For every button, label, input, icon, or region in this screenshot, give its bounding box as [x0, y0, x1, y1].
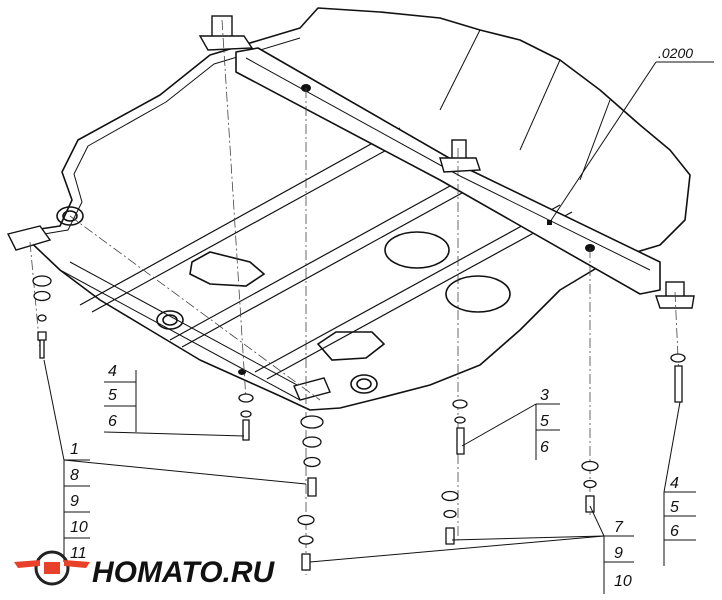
callout-left-bottom-2: 9: [70, 493, 79, 510]
callout-left-bottom-3: 10: [70, 519, 88, 536]
callout-left-top-0: 4: [108, 363, 117, 380]
bracket-front-center: [293, 377, 331, 401]
washer: [302, 436, 322, 448]
bolt: [585, 495, 595, 513]
bracket-front-left: [6, 225, 52, 251]
washer: [454, 416, 466, 424]
washer: [443, 509, 457, 519]
washer-hole-1-in: [62, 210, 78, 222]
callout-left-top-1: 5: [108, 387, 117, 404]
washer: [300, 415, 324, 429]
cross-bar-edge: [245, 57, 651, 271]
callout-left-bottom-0: 1: [70, 441, 79, 458]
bolt: [445, 527, 455, 545]
axis-1: [221, 19, 247, 401]
washer: [670, 353, 686, 363]
washer: [297, 514, 315, 526]
bracket-center-base: [439, 157, 481, 173]
bolt: [242, 419, 250, 441]
skid-plate-outline: [19, 7, 691, 411]
callout-center-right-2: 6: [540, 439, 549, 456]
callout-far-right-2: 6: [670, 523, 679, 540]
brand-logo-icon: [34, 550, 70, 586]
axis-7: [69, 215, 321, 401]
rib-2: [169, 174, 483, 348]
upper-folds: [439, 29, 611, 181]
brand-logo-bar: [44, 562, 60, 574]
part-mark: [547, 220, 552, 225]
washer-hole-3: [350, 374, 378, 394]
callout-center-right-0: 3: [540, 387, 549, 404]
washer: [37, 314, 47, 322]
callout-far-right-0: 4: [670, 475, 679, 492]
bracket-rear-left-base: [198, 35, 254, 51]
bolt: [37, 331, 47, 359]
washer: [303, 456, 321, 468]
part-number-label: .0200: [658, 45, 693, 61]
bolt: [456, 427, 465, 455]
washer: [452, 399, 468, 409]
callout-left-top-2: 6: [108, 413, 117, 430]
skid-plate: [19, 7, 691, 411]
callout-bottom-right-1: 9: [614, 545, 623, 562]
holes: [56, 206, 511, 394]
front-lip: [59, 261, 311, 401]
oval-opening-1: [384, 231, 450, 269]
washer: [33, 290, 51, 302]
washer-hole-2: [156, 310, 184, 330]
oval-opening-2: [445, 275, 511, 313]
washer: [583, 479, 597, 489]
callout-left-bottom-4: 11: [70, 545, 87, 562]
washer: [298, 535, 314, 545]
washer-hole-2-in: [162, 314, 178, 326]
brand-logo-wings: [14, 560, 90, 568]
drain-opening-left: [189, 251, 266, 287]
bolt: [307, 477, 317, 497]
callouts: .0200 4 5 6 1 8 9 10 11 3 5 6 7 9 10 4 5…: [70, 45, 693, 590]
bracket-right-base: [655, 295, 695, 309]
top-brackets: [6, 15, 695, 401]
callout-far-right-1: 5: [670, 499, 679, 516]
washer-hole-3-in: [356, 378, 372, 390]
callout-bottom-right-2: 10: [614, 573, 632, 590]
bracket-center: [451, 139, 467, 161]
washer: [32, 275, 52, 287]
washer: [441, 490, 459, 502]
washer: [581, 460, 599, 472]
rib-3: [254, 204, 573, 380]
callout-center-right-1: 5: [540, 413, 549, 430]
drain-opening-center: [316, 331, 386, 361]
brand-logo: HOMATO.RU: [14, 550, 276, 589]
washer: [238, 393, 254, 403]
leader-lines: [43, 61, 714, 594]
washer-hole-1: [56, 206, 84, 226]
fasteners: [32, 275, 686, 571]
callout-bottom-right-0: 7: [614, 519, 624, 536]
callout-left-bottom-1: 8: [70, 467, 79, 484]
bolt-hole-3: [238, 369, 246, 375]
rib-1: [79, 127, 413, 313]
washer: [240, 410, 252, 418]
bolt: [674, 365, 683, 403]
brand-name: HOMATO.RU: [92, 556, 276, 589]
bolt: [301, 553, 311, 571]
